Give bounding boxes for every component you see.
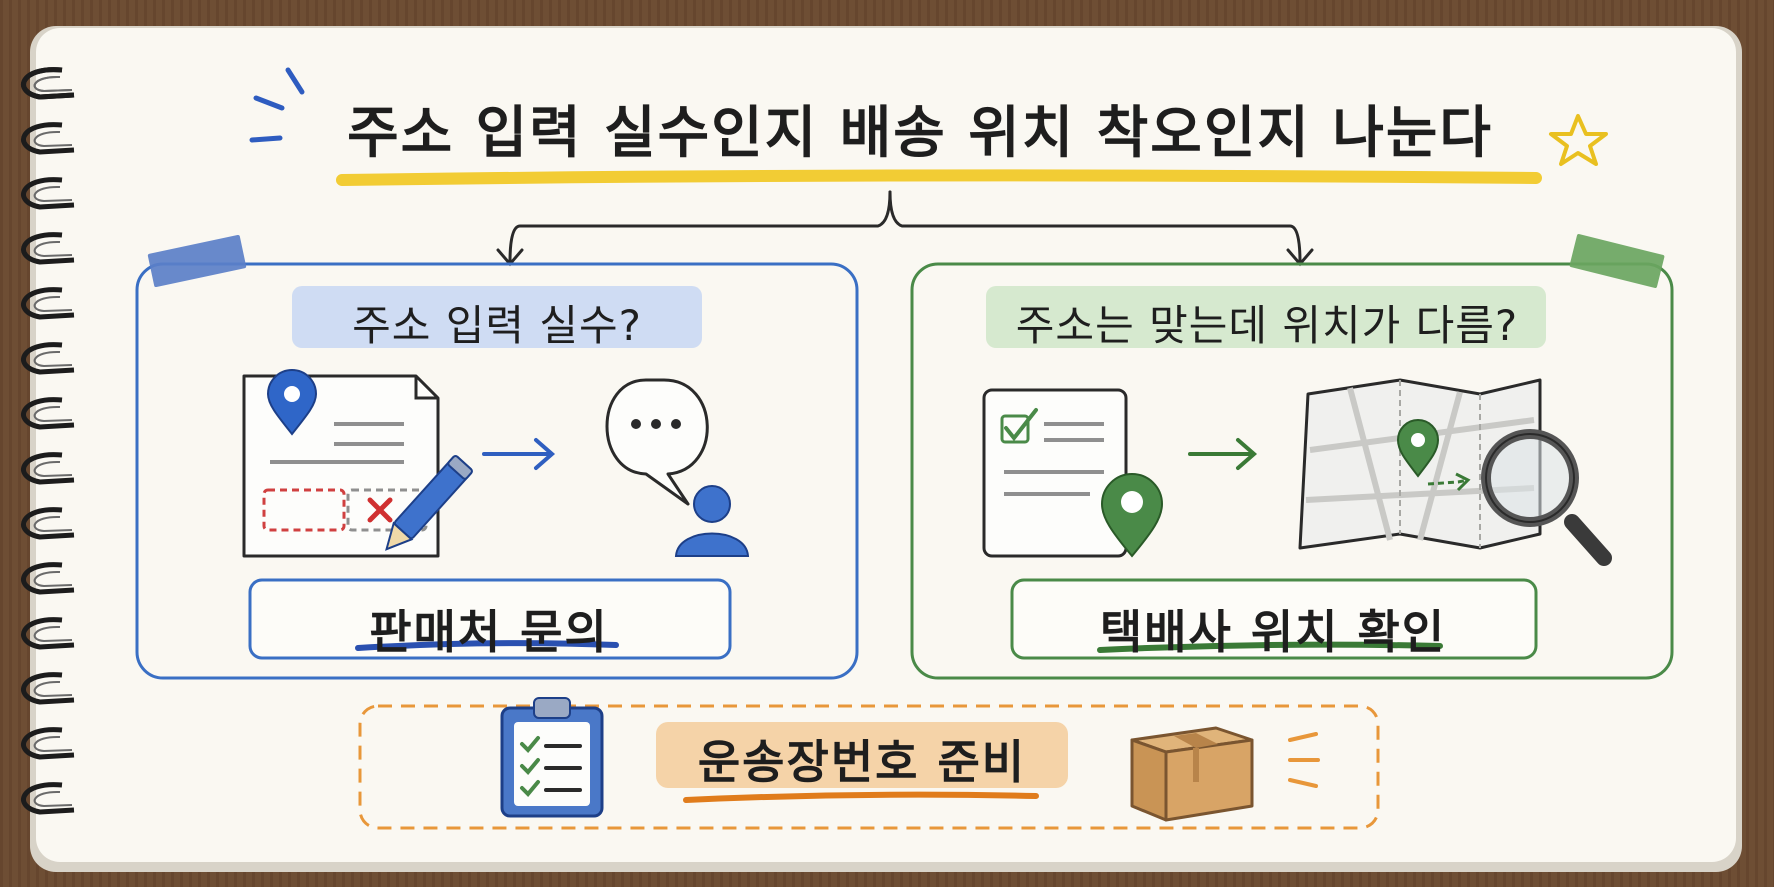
title-spark-icon bbox=[249, 67, 305, 143]
right-tape bbox=[1569, 234, 1665, 288]
motion-lines-icon bbox=[1288, 732, 1320, 788]
speech-bubble-icon bbox=[605, 378, 709, 506]
page-title: 주소 입력 실수인지 배송 위치 착오인지 나눈다 bbox=[347, 101, 1493, 166]
checklist-document-icon bbox=[982, 388, 1128, 558]
error-x-icon bbox=[367, 497, 393, 523]
clipboard-checklist-icon bbox=[500, 697, 604, 818]
star-icon bbox=[1549, 114, 1608, 166]
location-pin-icon bbox=[1396, 419, 1440, 478]
left-action-box bbox=[248, 578, 732, 660]
title-underline bbox=[336, 169, 1542, 186]
left-branch-question: 주소 입력 실수? bbox=[352, 301, 642, 350]
left-action-underline bbox=[355, 640, 619, 651]
person-icon bbox=[674, 485, 750, 557]
pencil-icon bbox=[385, 455, 473, 551]
right-branch-question: 주소는 맞는데 위치가 다름? bbox=[1015, 301, 1519, 350]
bottom-dashed-box bbox=[358, 704, 1380, 830]
arrow-right-icon bbox=[1188, 438, 1258, 470]
magnifier-icon bbox=[1481, 429, 1612, 566]
left-branch-box bbox=[135, 262, 859, 680]
arrow-right-icon bbox=[482, 438, 556, 470]
left-question-highlight bbox=[292, 286, 702, 348]
left-branch-action: 판매처 문의 bbox=[369, 605, 609, 659]
location-pin-icon bbox=[266, 369, 318, 436]
location-pin-icon bbox=[1100, 473, 1164, 558]
right-action-underline bbox=[1097, 641, 1443, 653]
right-branch-box bbox=[910, 262, 1674, 680]
spiral-binding bbox=[24, 70, 74, 812]
bottom-label: 운송장번호 준비 bbox=[697, 735, 1027, 789]
right-branch-action: 택배사 위치 확인 bbox=[1099, 605, 1447, 659]
bottom-underline bbox=[683, 791, 1039, 803]
package-box-icon bbox=[1130, 726, 1254, 822]
right-action-box bbox=[1010, 578, 1538, 660]
left-tape bbox=[147, 234, 247, 288]
bottom-highlight bbox=[656, 722, 1068, 788]
right-question-highlight bbox=[986, 286, 1546, 348]
